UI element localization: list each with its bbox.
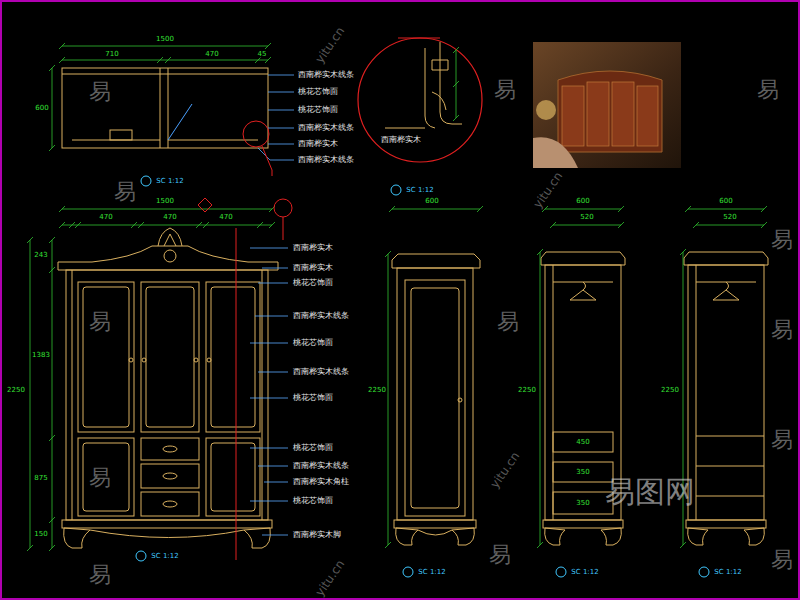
side-dimensions — [385, 206, 483, 548]
watermark: 易 — [496, 311, 520, 333]
front-dimensions — [27, 206, 275, 551]
watermark: 易 — [770, 229, 794, 251]
dimension-text: 470 — [204, 51, 219, 58]
material-label: 西南桦实木脚 — [292, 531, 342, 539]
front-elevation — [58, 228, 278, 548]
reference-photo — [533, 42, 681, 168]
dimension-text: 600 — [34, 105, 49, 112]
dimension-text: 2250 — [6, 387, 26, 394]
material-label: 西南桦实木线条 — [292, 368, 350, 376]
watermark: yitu.cn — [313, 557, 347, 599]
material-label: 西南桦实木线条 — [297, 71, 355, 79]
scale-tag: SC 1:12 — [150, 553, 179, 560]
dimension-text: 710 — [104, 51, 119, 58]
material-label: 桃花芯饰面 — [292, 497, 334, 505]
dimension-text: 470 — [98, 214, 113, 221]
watermark: yitu.cn — [313, 24, 347, 66]
material-label: 桃花芯饰面 — [292, 339, 334, 347]
watermark: 易 — [770, 549, 794, 571]
dimension-text: 470 — [218, 214, 233, 221]
dimension-text: 45 — [257, 51, 268, 58]
dimension-text: 1500 — [155, 198, 175, 205]
door-swing — [168, 104, 192, 140]
plan-view — [62, 68, 268, 148]
watermark: 易图网 — [604, 477, 696, 507]
material-label: 西南桦实木角柱 — [292, 478, 350, 486]
plan-dimensions — [49, 43, 271, 151]
watermark: 易 — [770, 429, 794, 451]
dimension-text: 1383 — [31, 352, 51, 359]
watermark: 易 — [756, 79, 780, 101]
dimension-text: 600 — [718, 198, 733, 205]
scale-tag: SC 1:12 — [417, 569, 446, 576]
material-label: 西南桦实木 — [292, 244, 334, 252]
watermark: 易 — [88, 467, 112, 489]
plan-leaders — [258, 75, 294, 160]
material-label: 桃花芯饰面 — [297, 88, 339, 96]
dimension-text: 1500 — [155, 36, 175, 43]
scale-tag: SC 1:12 — [713, 569, 742, 576]
watermark: 易 — [88, 81, 112, 103]
front-leaders — [250, 248, 288, 535]
scale-symbol — [136, 176, 709, 577]
dimension-text: 150 — [33, 531, 48, 538]
dimension-text: 600 — [424, 198, 439, 205]
material-label: 桃花芯饰面 — [292, 394, 334, 402]
watermark: 易 — [88, 311, 112, 333]
material-label: 西南桦实木 — [380, 136, 422, 144]
front-callouts — [198, 198, 292, 560]
plan-callout — [243, 121, 272, 176]
material-label: 西南桦实木线条 — [292, 312, 350, 320]
dimension-text: 350 — [575, 469, 590, 476]
dimension-text: 2250 — [367, 387, 387, 394]
dimension-text: 875 — [33, 475, 48, 482]
material-label: 桃花芯饰面 — [297, 106, 339, 114]
material-label: 西南桦实木 — [297, 140, 339, 148]
scale-tag: SC 1:12 — [570, 569, 599, 576]
scale-tag: SC 1:12 — [155, 178, 184, 185]
dimension-text: 600 — [575, 198, 590, 205]
watermark: 易 — [493, 79, 517, 101]
dimension-text: 520 — [722, 214, 737, 221]
dimension-text: 520 — [579, 214, 594, 221]
watermark: yitu.cn — [488, 449, 522, 491]
material-label: 桃花芯饰面 — [292, 279, 334, 287]
side-elevation — [392, 254, 480, 545]
material-label: 西南桦实木线条 — [297, 124, 355, 132]
detail-view — [358, 38, 482, 162]
watermark: 易 — [770, 319, 794, 341]
dimension-text: 470 — [162, 214, 177, 221]
dimension-text: 350 — [575, 500, 590, 507]
material-label: 西南桦实木 — [292, 264, 334, 272]
watermark: 易 — [88, 564, 112, 586]
dimension-text: 2250 — [517, 387, 537, 394]
watermark: 易 — [113, 181, 137, 203]
material-label: 桃花芯饰面 — [292, 444, 334, 452]
material-label: 西南桦实木线条 — [297, 156, 355, 164]
material-label: 西南桦实木线条 — [292, 462, 350, 470]
watermark: yitu.cn — [531, 169, 565, 211]
scale-tag: SC 1:12 — [405, 187, 434, 194]
dimension-text: 243 — [33, 252, 48, 259]
dimension-text: 450 — [575, 439, 590, 446]
dimension-text: 2250 — [660, 387, 680, 394]
watermark: 易 — [488, 544, 512, 566]
interior-section — [684, 252, 768, 545]
